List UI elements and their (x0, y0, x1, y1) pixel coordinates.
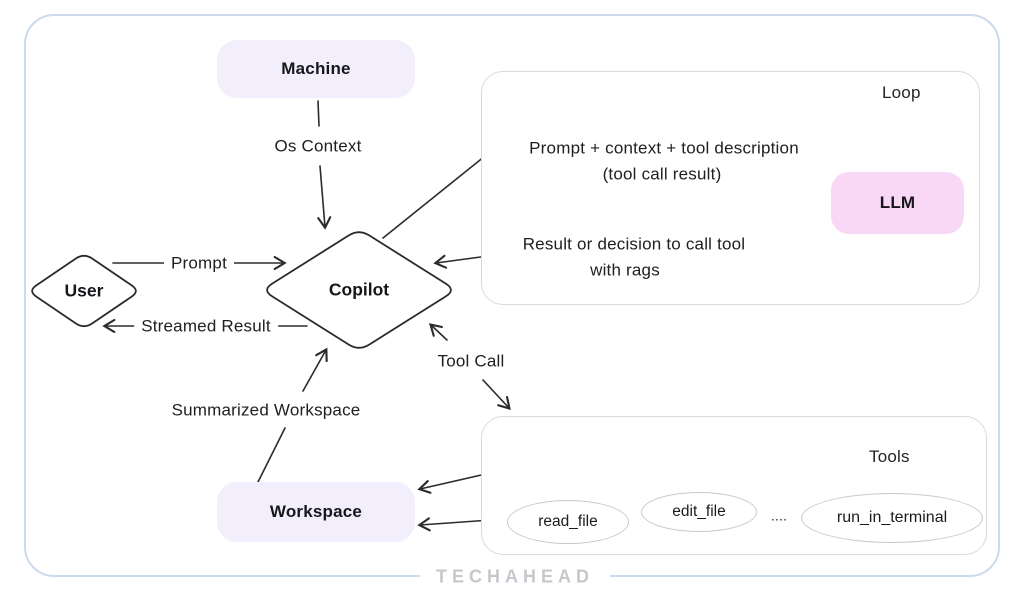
edge-label-os-context: Os Context (274, 136, 362, 156)
edge-copilot-loop (382, 151, 491, 239)
edge-label-prompt: Prompt (164, 250, 234, 276)
edge-resulttext-copilot (433, 254, 489, 269)
tool-read-file: read_file (507, 500, 629, 544)
edge-toolcall-copilot (429, 323, 448, 341)
tools-container-label: Tools (869, 447, 910, 466)
tool-run-in-terminal: run_in_terminal (801, 493, 983, 543)
edge-label-to-llm-line2: (tool call result) (602, 164, 722, 184)
user-node-label: User (64, 280, 104, 301)
edge-label-tool-call: Tool Call (437, 351, 505, 371)
edge-label-summarized-workspace: Summarized Workspace (171, 400, 361, 420)
copilot-diamond-shape (266, 231, 452, 349)
loop-container-label: Loop (882, 83, 921, 102)
edge-summarized-copilot (302, 347, 328, 392)
edge-label-from-llm-line2: with rags (590, 260, 660, 280)
workspace-node: Workspace (217, 482, 415, 542)
copilot-node-label: Copilot (328, 279, 390, 300)
tool-ellipsis-dots: .... (770, 507, 788, 524)
edge-label-from-llm-line1: Result or decision to call tool (522, 234, 746, 254)
techahead-watermark: TECHAHEAD (419, 566, 611, 588)
edge-machine-oscontext-stub (317, 100, 320, 127)
edge-toolcall-tools (482, 379, 511, 411)
edge-workspace-summarized (257, 427, 286, 483)
llm-node: LLM (831, 172, 964, 234)
user-diamond-shape (31, 254, 137, 328)
edge-label-streamed-result: Streamed Result (134, 313, 278, 339)
edge-label-to-llm-line1: Prompt + context + tool description (529, 138, 799, 158)
edge-oscontext-copilot (317, 165, 332, 230)
tool-edit-file: edit_file (641, 492, 757, 532)
machine-node: Machine (217, 40, 415, 98)
